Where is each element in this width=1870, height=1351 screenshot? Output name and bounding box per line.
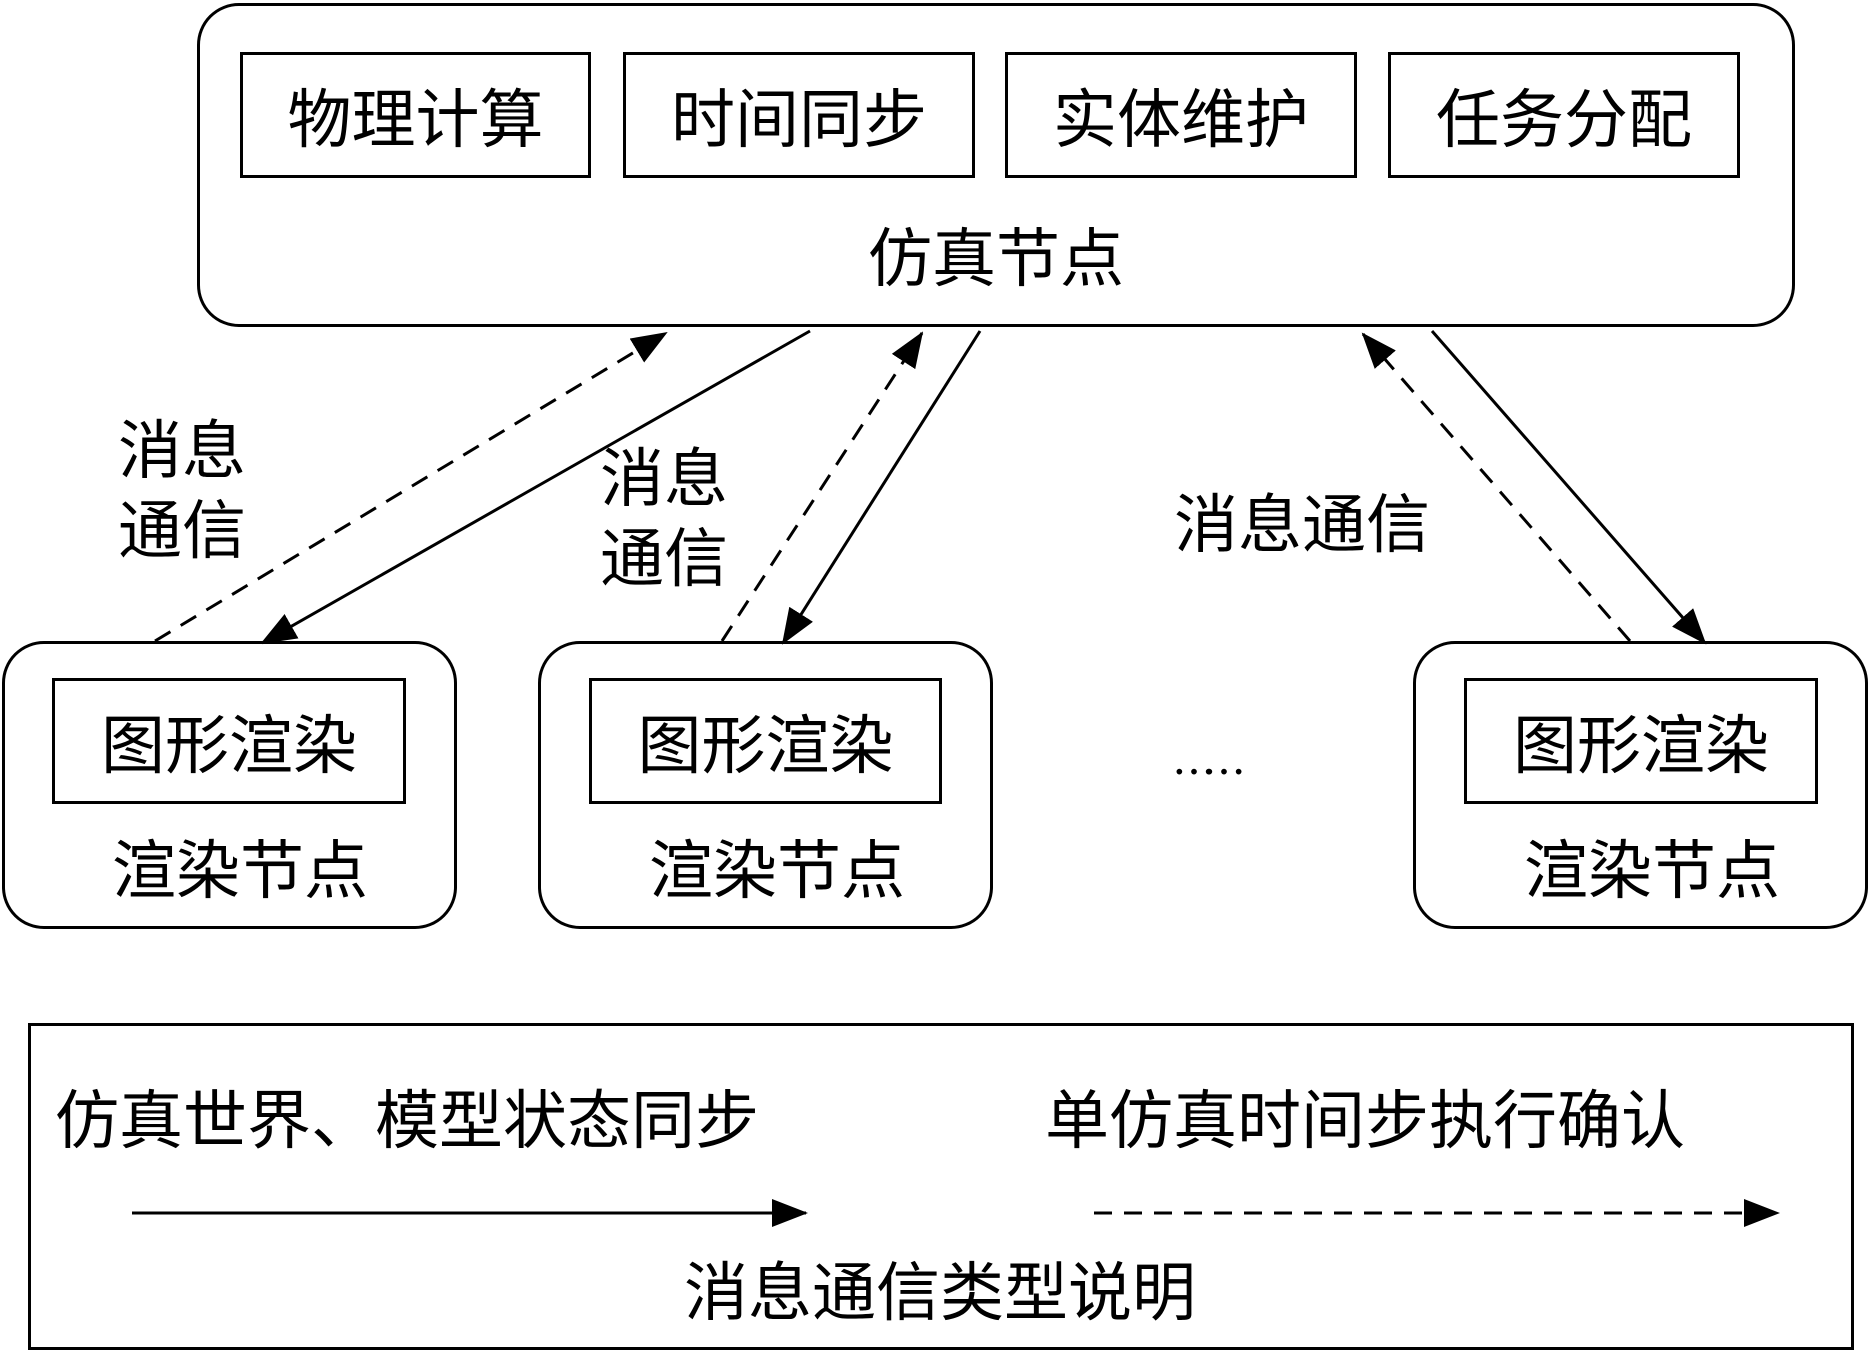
module-time-sync: 时间同步	[623, 52, 975, 178]
edge-label-mid-line1: 消息	[600, 443, 728, 517]
legend-dashed-text: 单仿真时间步执行确认	[1045, 1085, 1685, 1159]
dashed-arrow-render-2-to-sim	[720, 331, 924, 642]
legend-solid-text: 仿真世界、模型状态同步	[55, 1085, 759, 1159]
simulation-node-label: 仿真节点	[868, 223, 1124, 297]
render-node-label: 渲染节点	[112, 835, 368, 909]
edge-label-mid-line2: 通信	[600, 523, 728, 597]
legend-box	[28, 1023, 1854, 1350]
graphics-render-module: 图形渲染	[589, 678, 942, 804]
module-entity-maintenance: 实体维护	[1005, 52, 1357, 178]
edge-label-right: 消息通信	[1174, 489, 1430, 563]
graphics-render-module: 图形渲染	[52, 678, 406, 804]
edge-label-left-line2: 通信	[118, 495, 246, 569]
module-physics: 物理计算	[240, 52, 591, 178]
solid-arrow-sim-to-render-1	[260, 329, 811, 645]
solid-arrow-sim-to-render-2	[781, 330, 982, 645]
dashed-arrow-render-3-to-sim	[1361, 332, 1632, 642]
dashed-arrow-render-1-to-sim	[154, 331, 668, 643]
render-node-label: 渲染节点	[1524, 835, 1780, 909]
render-node-label: 渲染节点	[649, 835, 905, 909]
edge-label-left-line1: 消息	[118, 415, 246, 489]
module-task-allocation: 任务分配	[1388, 52, 1740, 178]
solid-arrow-sim-to-render-3	[1430, 330, 1707, 645]
legend-title: 消息通信类型说明	[684, 1257, 1196, 1331]
graphics-render-module: 图形渲染	[1464, 678, 1818, 804]
